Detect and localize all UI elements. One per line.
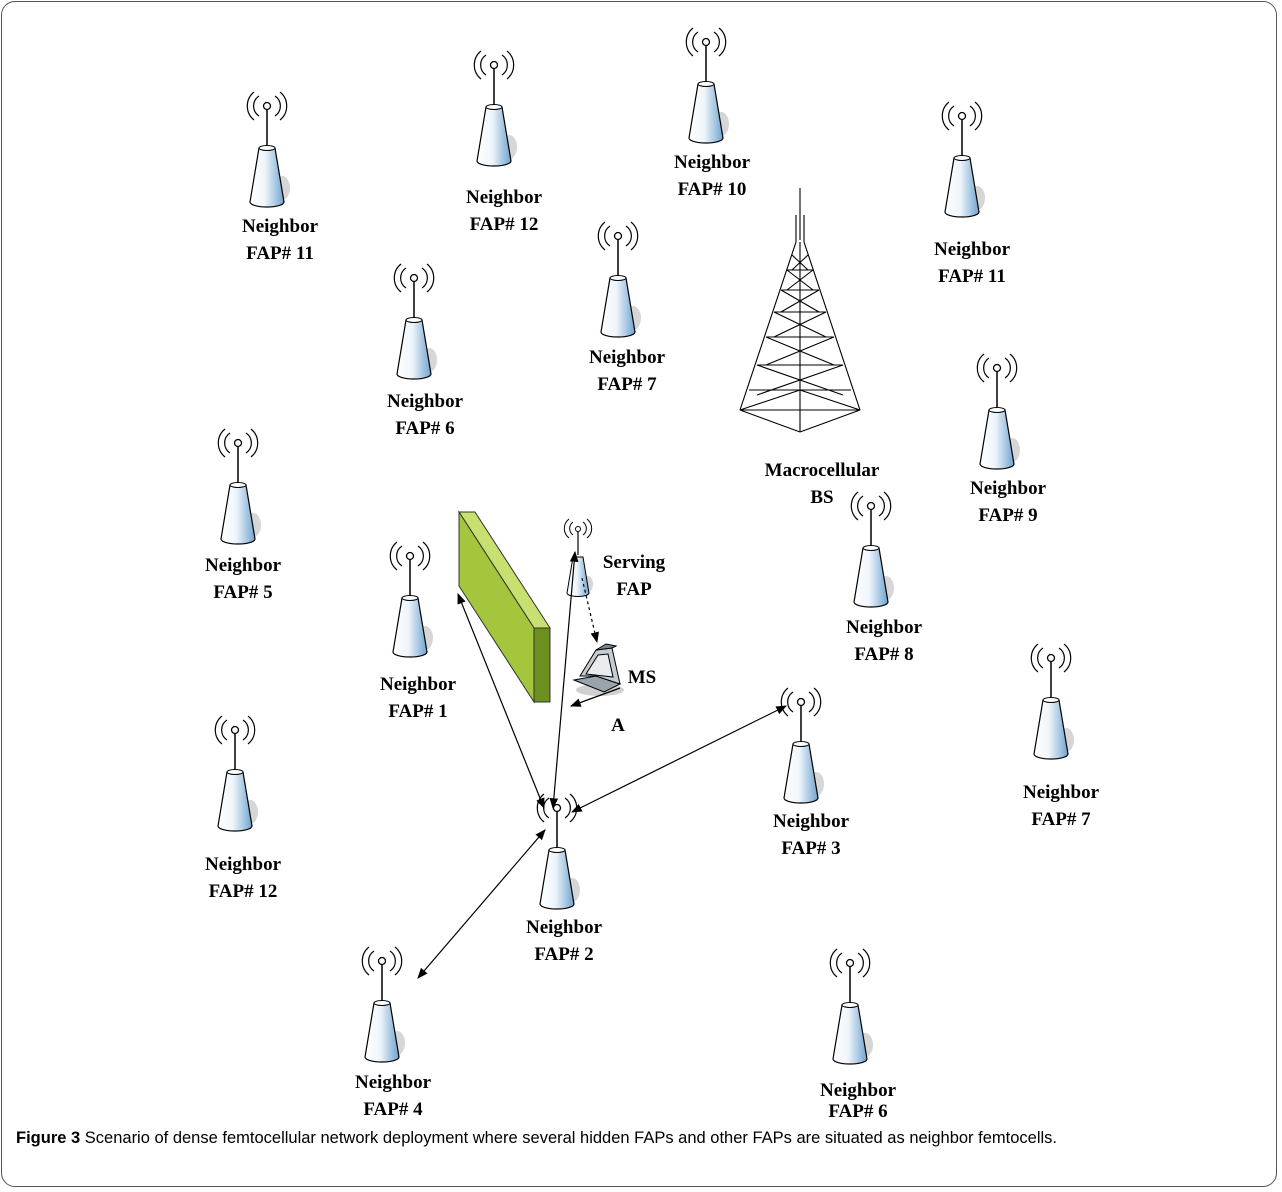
femtocell-antenna-icon xyxy=(941,101,986,218)
node-label: FAP# 12 xyxy=(470,214,539,235)
node-label: FAP# 11 xyxy=(938,266,1006,287)
macro-label: Macrocellular xyxy=(765,460,880,481)
node-label: Neighbor xyxy=(1023,782,1100,803)
obstacle-wall xyxy=(458,510,551,704)
femtocell-antenna-icon xyxy=(389,541,434,658)
node-label: FAP# 10 xyxy=(678,179,747,200)
femtocell-antenna-icon xyxy=(1030,643,1075,760)
mobile-phone-icon xyxy=(572,643,624,696)
node-label: Neighbor xyxy=(380,674,457,695)
femtocell-antenna-icon xyxy=(597,221,642,338)
link-serving-fap2 xyxy=(549,550,579,810)
ms-label: MS xyxy=(628,667,657,688)
node-label: FAP# 9 xyxy=(978,505,1037,526)
node-label: Neighbor xyxy=(205,854,282,875)
femtocell-antenna-icon xyxy=(393,263,438,380)
node-label: FAP# 7 xyxy=(1031,809,1091,830)
macro-label: BS xyxy=(810,487,833,508)
femtocell-antenna-icon xyxy=(214,715,259,832)
node-label: FAP# 11 xyxy=(246,243,314,264)
serving-fap-antenna-icon xyxy=(563,518,594,598)
connection-links xyxy=(417,550,787,979)
femtocell-antenna-icon xyxy=(780,687,825,804)
node-label: Neighbor xyxy=(846,617,923,638)
femtocell-antenna-icon xyxy=(685,27,730,144)
node-label: FAP# 8 xyxy=(854,644,913,665)
serving-label: Serving xyxy=(603,552,666,573)
node-label: Neighbor xyxy=(674,152,751,173)
node-label: FAP# 6 xyxy=(828,1101,887,1120)
femtocell-antenna-icon xyxy=(850,491,895,608)
node-label: Neighbor xyxy=(970,478,1047,499)
link-fap2-fap3 xyxy=(571,705,787,813)
femtocell-antenna-icon xyxy=(246,91,291,208)
node-label: Neighbor xyxy=(820,1080,897,1101)
link-fap2-fap4 xyxy=(417,829,546,979)
macro-tower-icon xyxy=(739,188,861,433)
node-label: FAP# 2 xyxy=(534,944,593,965)
figure-caption: Figure 3 Scenario of dense femtocellular… xyxy=(16,1127,1266,1150)
point-a-label: A xyxy=(611,715,625,736)
node-label: Neighbor xyxy=(466,187,543,208)
node-label: Neighbor xyxy=(355,1072,432,1093)
link-fap1-fap2 xyxy=(457,592,545,810)
node-label: Neighbor xyxy=(387,391,464,412)
node-label: FAP# 3 xyxy=(781,838,840,859)
node-label: Neighbor xyxy=(205,555,282,576)
femtocell-antenna-icon xyxy=(217,428,262,545)
node-label: FAP# 4 xyxy=(363,1099,423,1120)
femtocell-antenna-icon xyxy=(976,353,1021,470)
link-serving-ms xyxy=(581,577,599,644)
femtocell-antenna-icon xyxy=(829,948,874,1065)
link-ms-a xyxy=(569,687,621,707)
node-label: FAP# 5 xyxy=(213,582,272,603)
node-label: Neighbor xyxy=(242,216,319,237)
node-label: FAP# 6 xyxy=(395,418,454,439)
figure-number: Figure 3 xyxy=(16,1129,81,1147)
femtocell-antenna-icon xyxy=(473,50,518,167)
serving-label: FAP xyxy=(616,579,652,600)
caption-text: Scenario of dense femtocellular network … xyxy=(84,1129,1057,1147)
femtocell-antenna-icon xyxy=(361,946,406,1063)
network-diagram: Neighbor FAP# 11 Neighbor FAP# 12 Neighb… xyxy=(205,27,1100,1120)
node-label: Neighbor xyxy=(934,239,1011,260)
node-label: FAP# 1 xyxy=(388,701,447,722)
node-label: Neighbor xyxy=(526,917,603,938)
node-label: Neighbor xyxy=(773,811,850,832)
node-label: FAP# 7 xyxy=(597,374,657,395)
node-label: FAP# 12 xyxy=(209,881,278,902)
node-label: Neighbor xyxy=(589,347,666,368)
